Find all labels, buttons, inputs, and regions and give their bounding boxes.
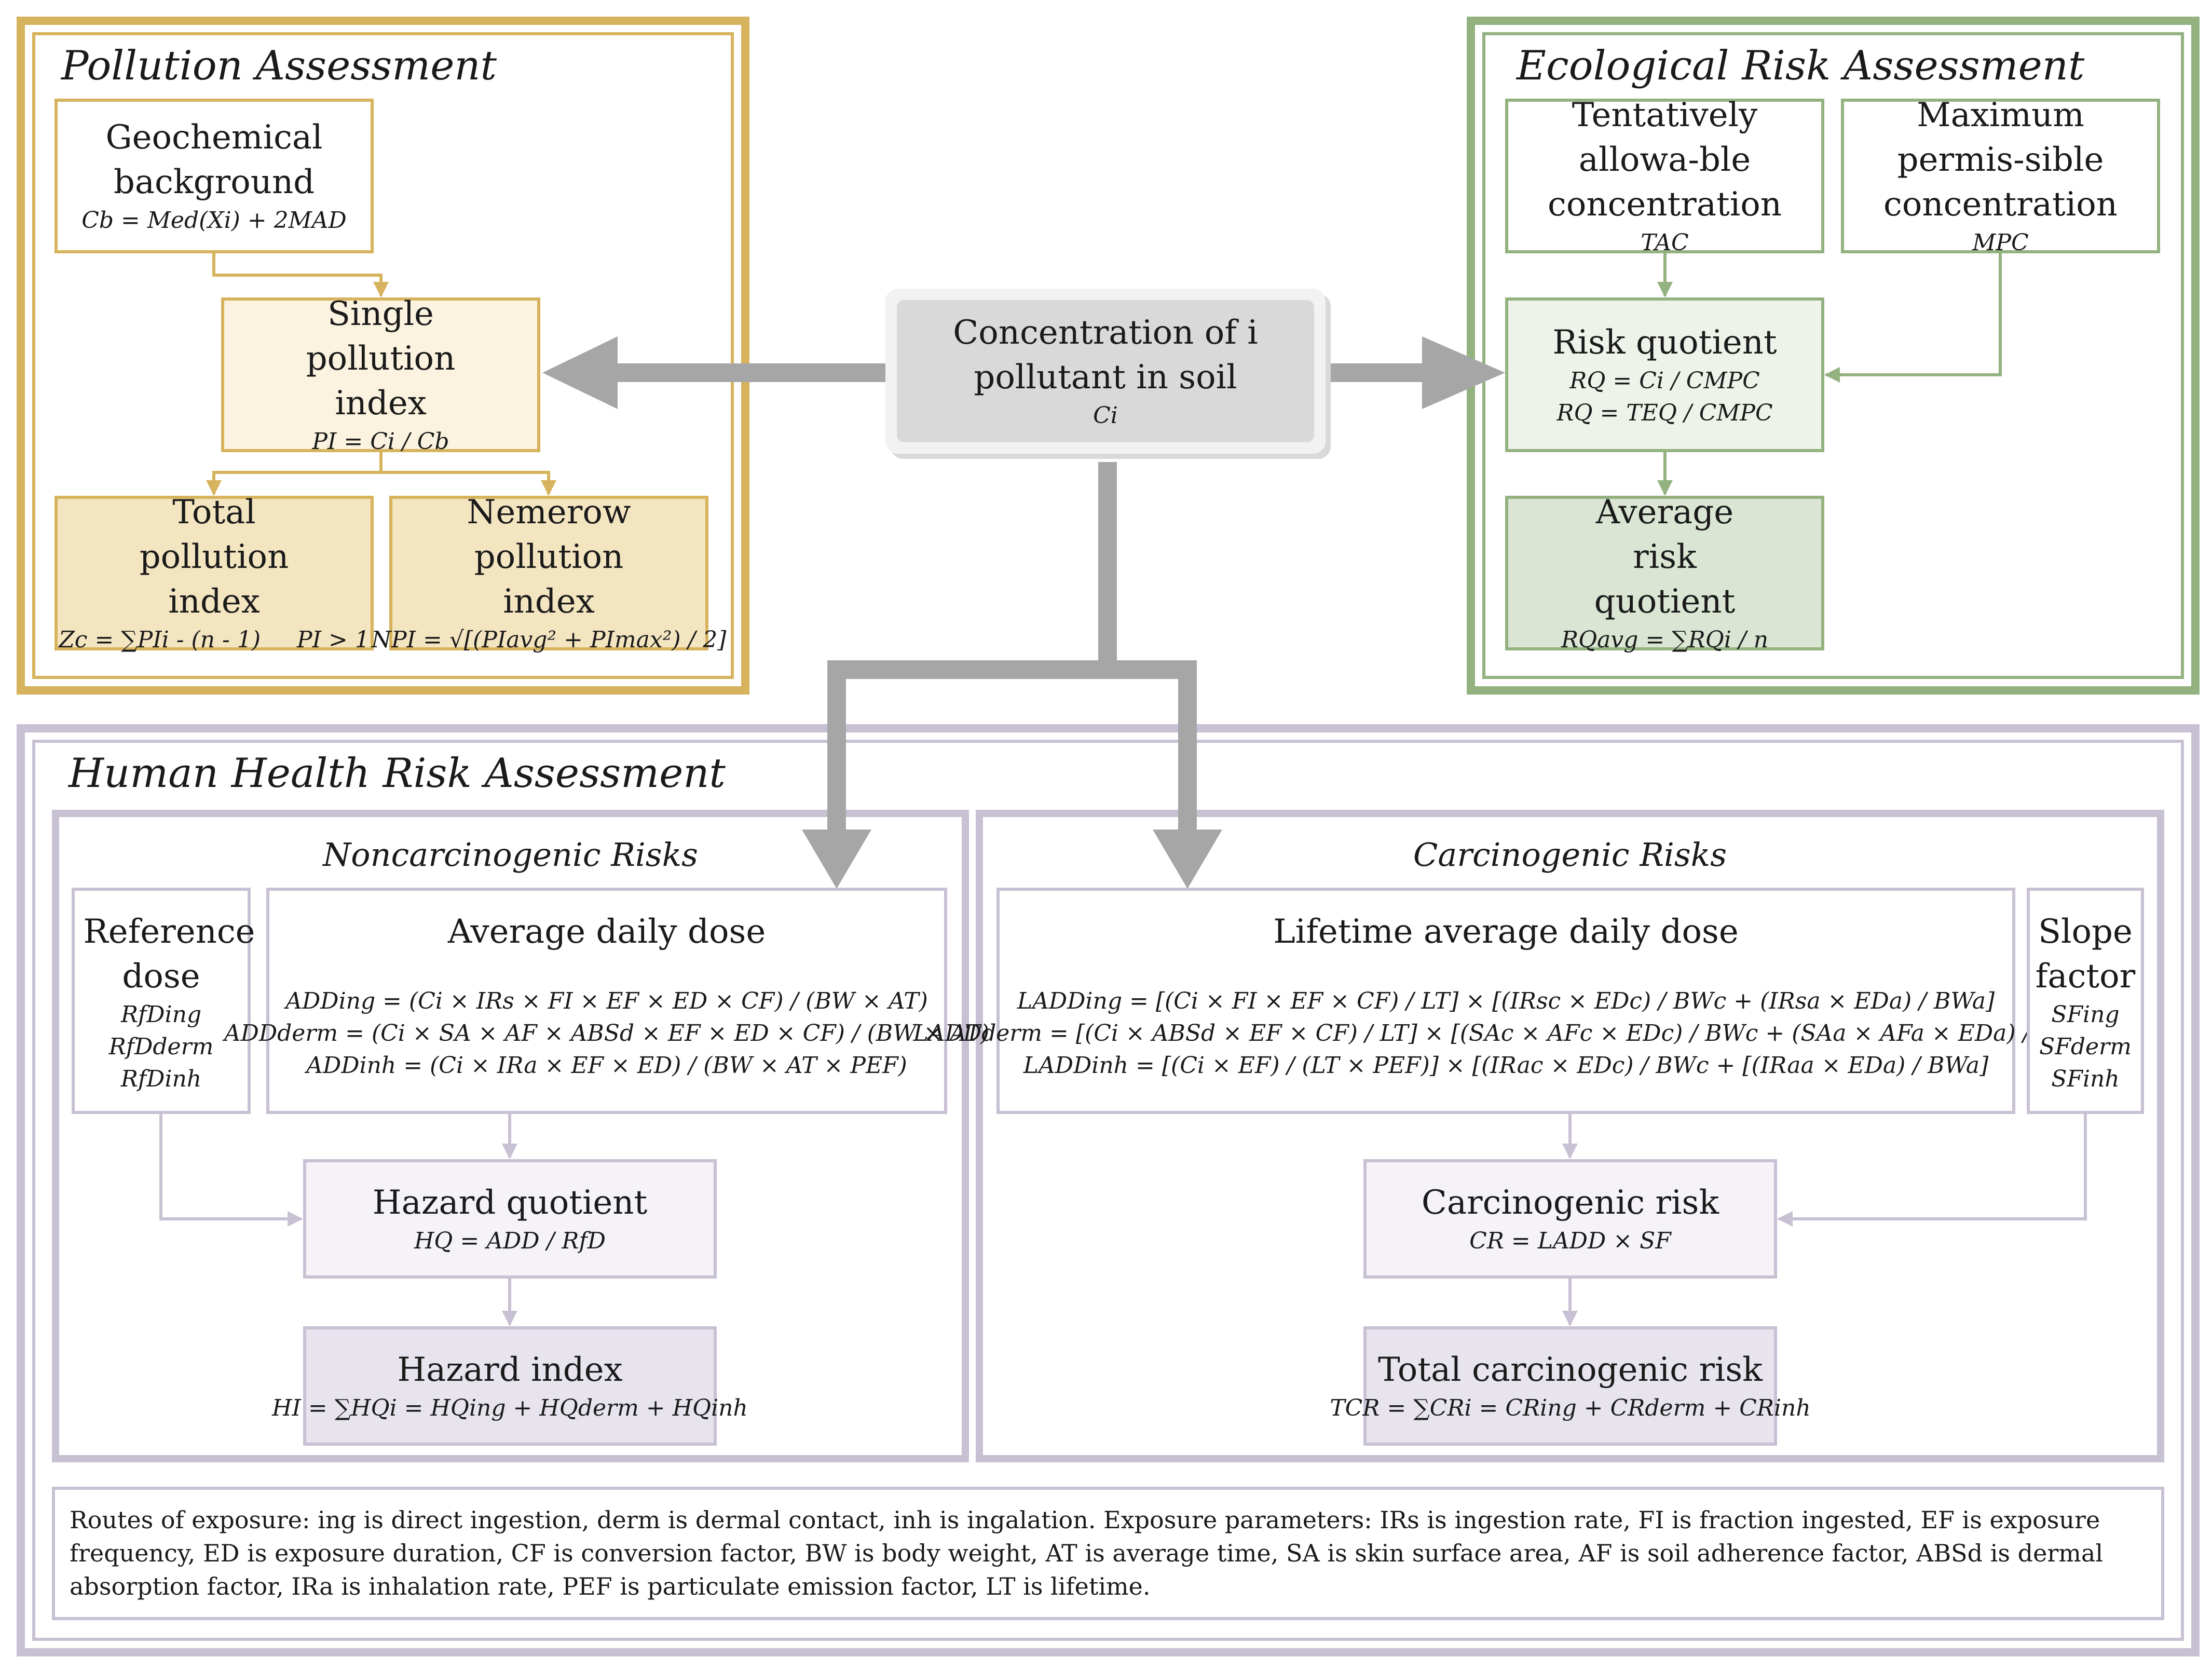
tac-formula: TAC bbox=[1641, 229, 1689, 256]
add-derm: ADDderm = (Ci × SA × AF × ABSd × EF × ED… bbox=[224, 1020, 990, 1047]
human-health-title: Human Health Risk Assessment bbox=[69, 750, 726, 797]
average-daily-dose-box: Average daily dose ADDing = (Ci × IRs × … bbox=[224, 888, 989, 1114]
mpc-formula: MPC bbox=[1972, 229, 2029, 256]
carcinogenic-risk-box: Carcinogenic risk CR = LADD × SF bbox=[1363, 1159, 1777, 1279]
risk-quotient-box: Risk quotient RQ = Ci / CMPC RQ = TEQ / … bbox=[1505, 297, 1824, 452]
noncarcinogenic-title: Noncarcinogenic Risks bbox=[323, 836, 698, 874]
total-carcinogenic-risk-box: Total carcinogenic risk TCR = ∑CRi = CRi… bbox=[1330, 1326, 1811, 1446]
carcinogenic-risk-formula: CR = LADD × SF bbox=[1469, 1228, 1671, 1254]
ecological-connectors bbox=[1657, 253, 2002, 496]
nemerow-pollution-index-formula: NPI = √[(PIavg² + PImax²) / 2] bbox=[371, 627, 727, 653]
average-risk-quotient-box: Average risk quotient RQavg = ∑RQi / n bbox=[1505, 493, 1824, 653]
concentration-formula: Ci bbox=[1093, 402, 1118, 429]
hazard-index-title: Hazard index bbox=[397, 1351, 623, 1389]
hazard-quotient-formula: HQ = ADD / RfD bbox=[414, 1228, 606, 1254]
total-pollution-index-formula: Zc = ∑PIi - (n - 1) PI > 1 bbox=[59, 627, 370, 653]
ecological-risk-title: Ecological Risk Assessment bbox=[1517, 43, 2085, 89]
reference-dose-title: Reference dose bbox=[83, 913, 255, 996]
geochemical-background-formula: Cb = Med(Xi) + 2MAD bbox=[81, 207, 347, 234]
add-ing: ADDing = (Ci × IRs × FI × EF × ED × CF) … bbox=[285, 988, 928, 1014]
concentration-box: Concentration of i pollutant in soil Ci bbox=[885, 289, 1326, 454]
add-inh: ADDinh = (Ci × IRa × EF × ED) / (BW × AT… bbox=[306, 1052, 907, 1079]
tac-title: Tentatively allowa-ble concentration bbox=[1548, 96, 1782, 224]
nemerow-pollution-index-title: Nemerow pollution index bbox=[467, 493, 631, 621]
ladd-ing: LADDing = [(Ci × FI × EF × CF) / LT] × [… bbox=[1017, 988, 1995, 1014]
concentration-title: Concentration of i pollutant in soil bbox=[953, 314, 1258, 397]
single-pollution-index-box: Single pollution index PI = Ci / Cb bbox=[221, 295, 540, 455]
risk-quotient-title: Risk quotient bbox=[1552, 323, 1777, 362]
total-pollution-index-box: Total pollution index Zc = ∑PIi - (n - 1… bbox=[54, 493, 374, 653]
rfd-derm: RfDderm bbox=[108, 1034, 214, 1060]
health-connectors bbox=[159, 1114, 2087, 1326]
exposure-notes: Routes of exposure: ing is direct ingest… bbox=[52, 1487, 2164, 1620]
reference-dose-box: Reference dose RfDing RfDderm RfDinh bbox=[72, 888, 255, 1114]
carcinogenic-title: Carcinogenic Risks bbox=[1413, 836, 1727, 874]
sf-ing: SFing bbox=[2051, 1001, 2120, 1028]
single-pollution-index-title: Single pollution index bbox=[306, 295, 456, 423]
pollution-connectors bbox=[206, 253, 556, 496]
average-risk-quotient-formula: RQavg = ∑RQi / n bbox=[1561, 627, 1769, 653]
mpc-box: Maximum permis-sible concentration MPC bbox=[1841, 96, 2160, 256]
risk-quotient-formula-1: RQ = Ci / CMPC bbox=[1569, 368, 1760, 394]
hazard-index-formula: HI = ∑HQi = HQing + HQderm + HQinh bbox=[272, 1395, 748, 1421]
total-carcinogenic-risk-title: Total carcinogenic risk bbox=[1378, 1351, 1763, 1389]
total-carcinogenic-risk-formula: TCR = ∑CRi = CRing + CRderm + CRinh bbox=[1330, 1395, 1811, 1421]
geochemical-background-title: Geochemical background bbox=[105, 118, 323, 201]
ladd-derm: LADDderm = [(Ci × ABSd × EF × CF) / LT] … bbox=[913, 1020, 2099, 1047]
tac-box: Tentatively allowa-ble concentration TAC bbox=[1505, 96, 1824, 256]
sf-inh: SFinh bbox=[2051, 1066, 2120, 1092]
ladd-title: Lifetime average daily dose bbox=[1273, 913, 1739, 951]
carcinogenic-risk-title: Carcinogenic risk bbox=[1421, 1184, 1719, 1222]
rfd-inh: RfDinh bbox=[120, 1066, 202, 1092]
ladd-inh: LADDinh = [(Ci × EF) / (LT × PEF)] × [(I… bbox=[1023, 1052, 1989, 1079]
risk-quotient-formula-2: RQ = TEQ / CMPC bbox=[1556, 400, 1773, 426]
geochemical-background-box: Geochemical background Cb = Med(Xi) + 2M… bbox=[54, 99, 374, 253]
pollution-assessment-title: Pollution Assessment bbox=[61, 43, 497, 89]
mpc-title: Maximum permis-sible concentration bbox=[1883, 96, 2118, 224]
slope-factor-box: Slope factor SFing SFderm SFinh bbox=[2027, 888, 2144, 1114]
nemerow-pollution-index-box: Nemerow pollution index NPI = √[(PIavg² … bbox=[372, 493, 727, 653]
sf-derm: SFderm bbox=[2039, 1034, 2132, 1060]
main-flow-arrows bbox=[542, 336, 1505, 889]
lifetime-average-daily-dose-box: Lifetime average daily dose LADDing = [(… bbox=[913, 888, 2099, 1114]
single-pollution-index-formula: PI = Ci / Cb bbox=[312, 428, 449, 455]
hazard-quotient-box: Hazard quotient HQ = ADD / RfD bbox=[303, 1159, 717, 1279]
total-pollution-index-title: Total pollution index bbox=[139, 493, 289, 621]
hazard-quotient-title: Hazard quotient bbox=[372, 1184, 648, 1222]
slope-factor-title: Slope factor bbox=[2035, 913, 2136, 996]
average-risk-quotient-title: Average risk quotient bbox=[1594, 493, 1736, 621]
rfd-ing: RfDing bbox=[120, 1001, 202, 1028]
average-daily-dose-title: Average daily dose bbox=[447, 913, 766, 951]
hazard-index-box: Hazard index HI = ∑HQi = HQing + HQderm … bbox=[272, 1326, 748, 1446]
